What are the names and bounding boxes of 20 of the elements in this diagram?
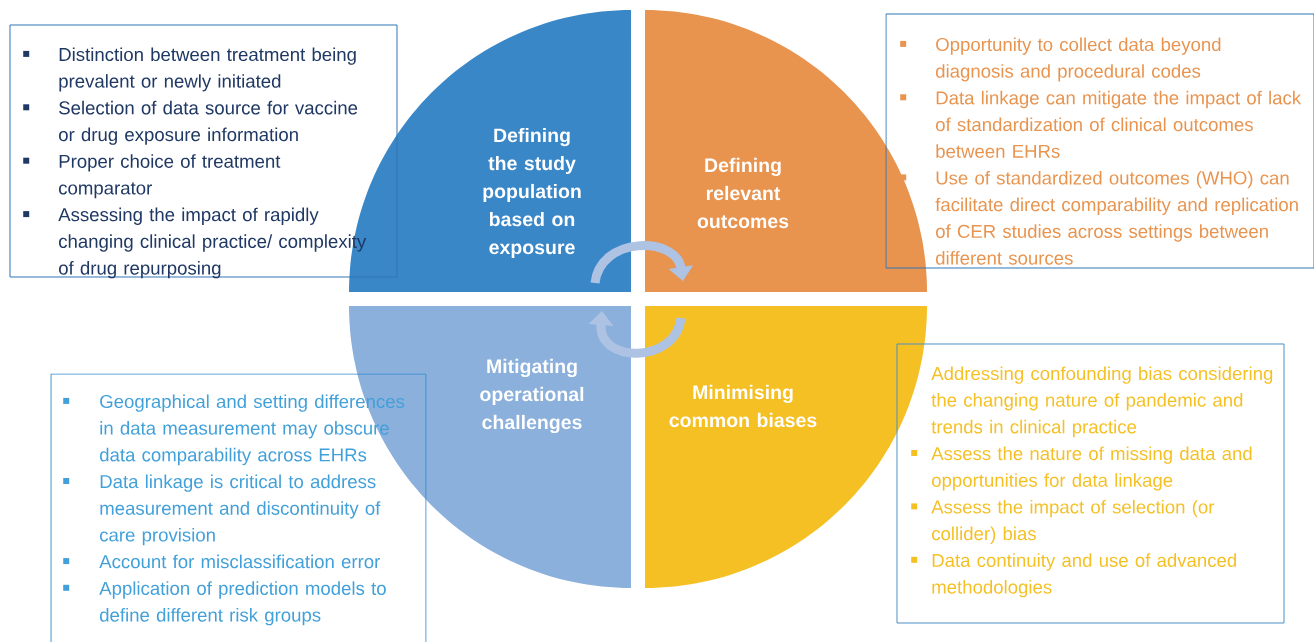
quadrant: Defining relevant outcomes xyxy=(645,10,927,292)
curved-arrow xyxy=(588,311,686,358)
list-item: Data continuity and use of advanced methodologies xyxy=(932,553,1236,598)
quadrant: Minimising common biases xyxy=(645,306,927,588)
list-item: Opportunity to collect data beyond diagnosis and procedural codes xyxy=(936,37,1221,82)
list-item: Data linkage can mitigate the impact of lack of standardization of clinical outcomes between EHRs xyxy=(936,90,1302,158)
list-item: Application of prediction models to define different risk groups xyxy=(99,581,386,626)
list-item: Assess the nature of missing data and opportunities for data linkage xyxy=(931,446,1252,491)
list-item: Data linkage is critical to address measurement and discontinuity of care provision xyxy=(100,474,381,546)
list-item: Distinction between treatment being prevalent or newly initiated xyxy=(59,47,356,92)
text-box xyxy=(50,373,427,642)
text-box xyxy=(896,343,1285,624)
text-box xyxy=(885,13,1314,269)
list-item: Use of standardized outcomes (WHO) can facilitate direct comparability and replication of CER studies across settings between different sources xyxy=(935,170,1298,265)
list-item: Addressing confounding bias considering the changing nature of pandemic and trends in clinical practice xyxy=(931,366,1273,438)
list-item: Account for misclassification error xyxy=(99,554,380,569)
text-box xyxy=(9,24,398,279)
list-item: Selection of data source for vaccine or drug exposure information xyxy=(59,100,358,145)
list-item: Proper choice of treatment comparator xyxy=(59,154,281,199)
list-item: Assess the impact of selection (or collider) bias xyxy=(931,499,1215,544)
